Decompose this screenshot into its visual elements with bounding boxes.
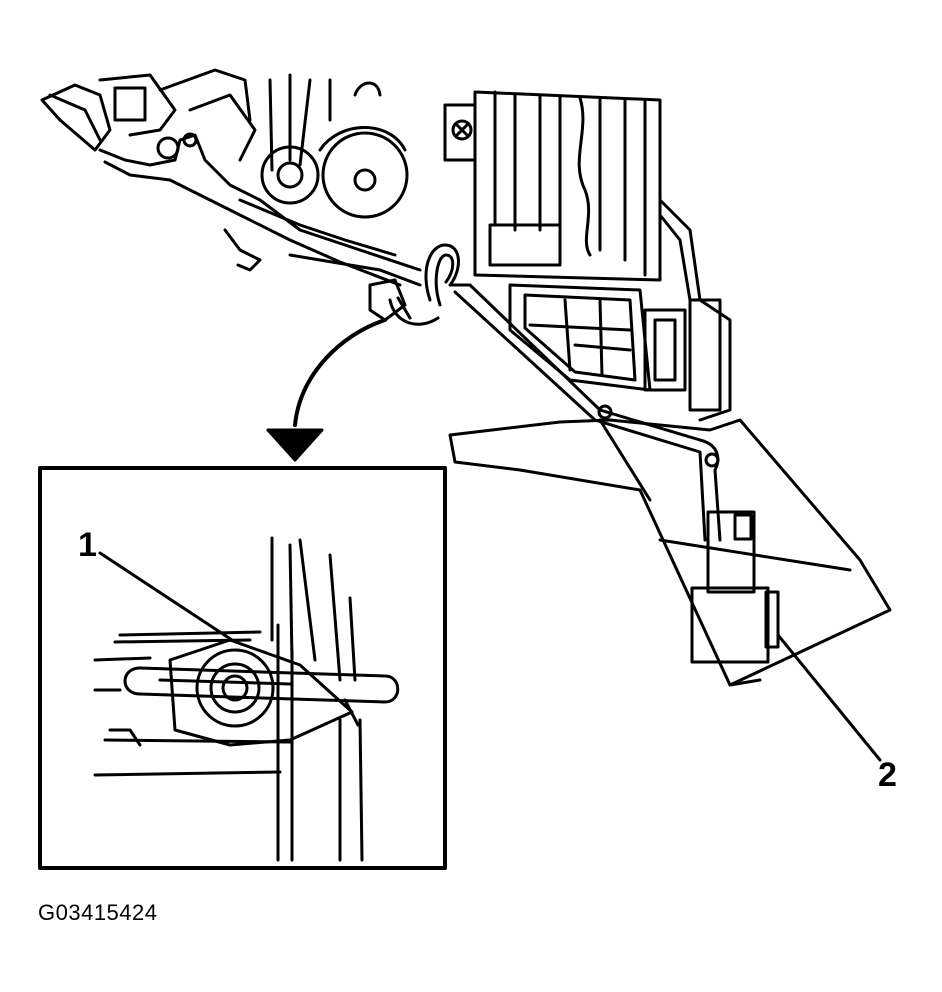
detail-arrow <box>266 318 387 462</box>
leader-line-2 <box>776 633 882 762</box>
linkage-rod <box>388 243 722 542</box>
figure-id-label: G03415424 <box>38 900 158 925</box>
control-module <box>443 90 732 422</box>
upper-mechanism <box>40 68 422 322</box>
callout-2-label: 2 <box>878 756 897 794</box>
callout-1-label: 1 <box>78 526 97 564</box>
detail-inset <box>38 466 447 870</box>
leader-line-1 <box>98 551 234 642</box>
connector <box>690 510 780 664</box>
kick-panel <box>448 418 892 687</box>
